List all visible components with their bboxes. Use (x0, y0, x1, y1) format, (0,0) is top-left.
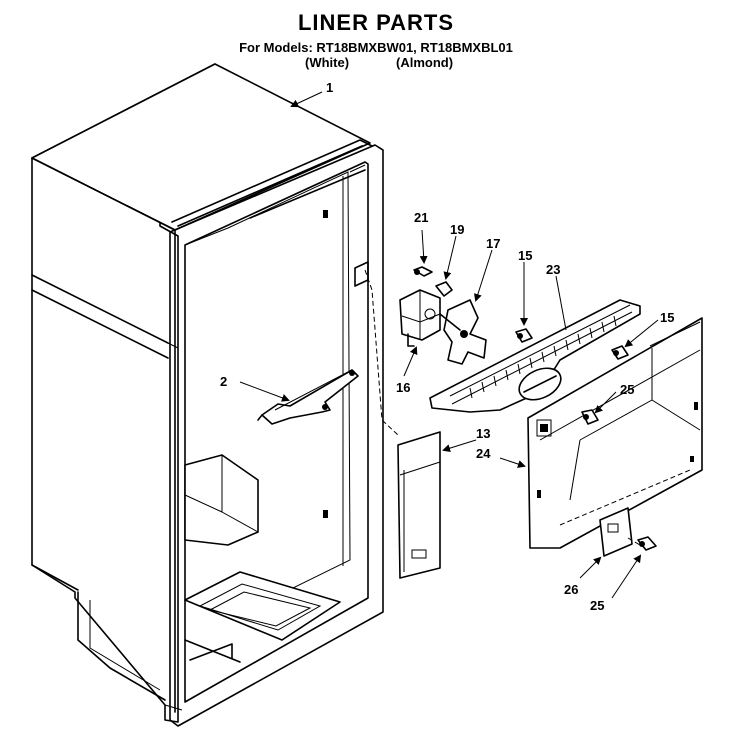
callout-17: 17 (486, 236, 500, 251)
motor-assembly (399, 266, 487, 365)
callout-25-upper: 25 (620, 382, 634, 397)
variant-white: (White) (305, 55, 350, 70)
callout-1: 1 (326, 80, 333, 95)
rear-panel-part-24 (527, 317, 703, 549)
bracket-part-2 (257, 369, 359, 425)
liner-cabinet (31, 63, 399, 727)
callout-23: 23 (546, 262, 560, 277)
shroud-part-23 (429, 299, 641, 413)
callout-15-right: 15 (660, 310, 674, 325)
callout-19: 19 (450, 222, 464, 237)
callout-2: 2 (220, 374, 227, 389)
callout-26: 26 (564, 582, 578, 597)
variant-almond: (Almond) (396, 55, 454, 70)
callout-24: 24 (476, 446, 491, 461)
page-title: LINER PARTS (297, 10, 455, 35)
small-parts (515, 328, 657, 557)
models-line: For Models: RT18BMXBW01, RT18BMXBL01 (239, 40, 513, 55)
callout-15-left: 15 (518, 248, 532, 263)
callout-16: 16 (396, 380, 410, 395)
callouts: 1 2 13 15 15 16 17 19 21 23 24 25 25 26 (220, 80, 674, 613)
callout-25-lower: 25 (590, 598, 604, 613)
cover-panel-part-13 (397, 431, 441, 579)
callout-13: 13 (476, 426, 490, 441)
callout-21: 21 (414, 210, 428, 225)
leader-lines (239, 91, 659, 599)
